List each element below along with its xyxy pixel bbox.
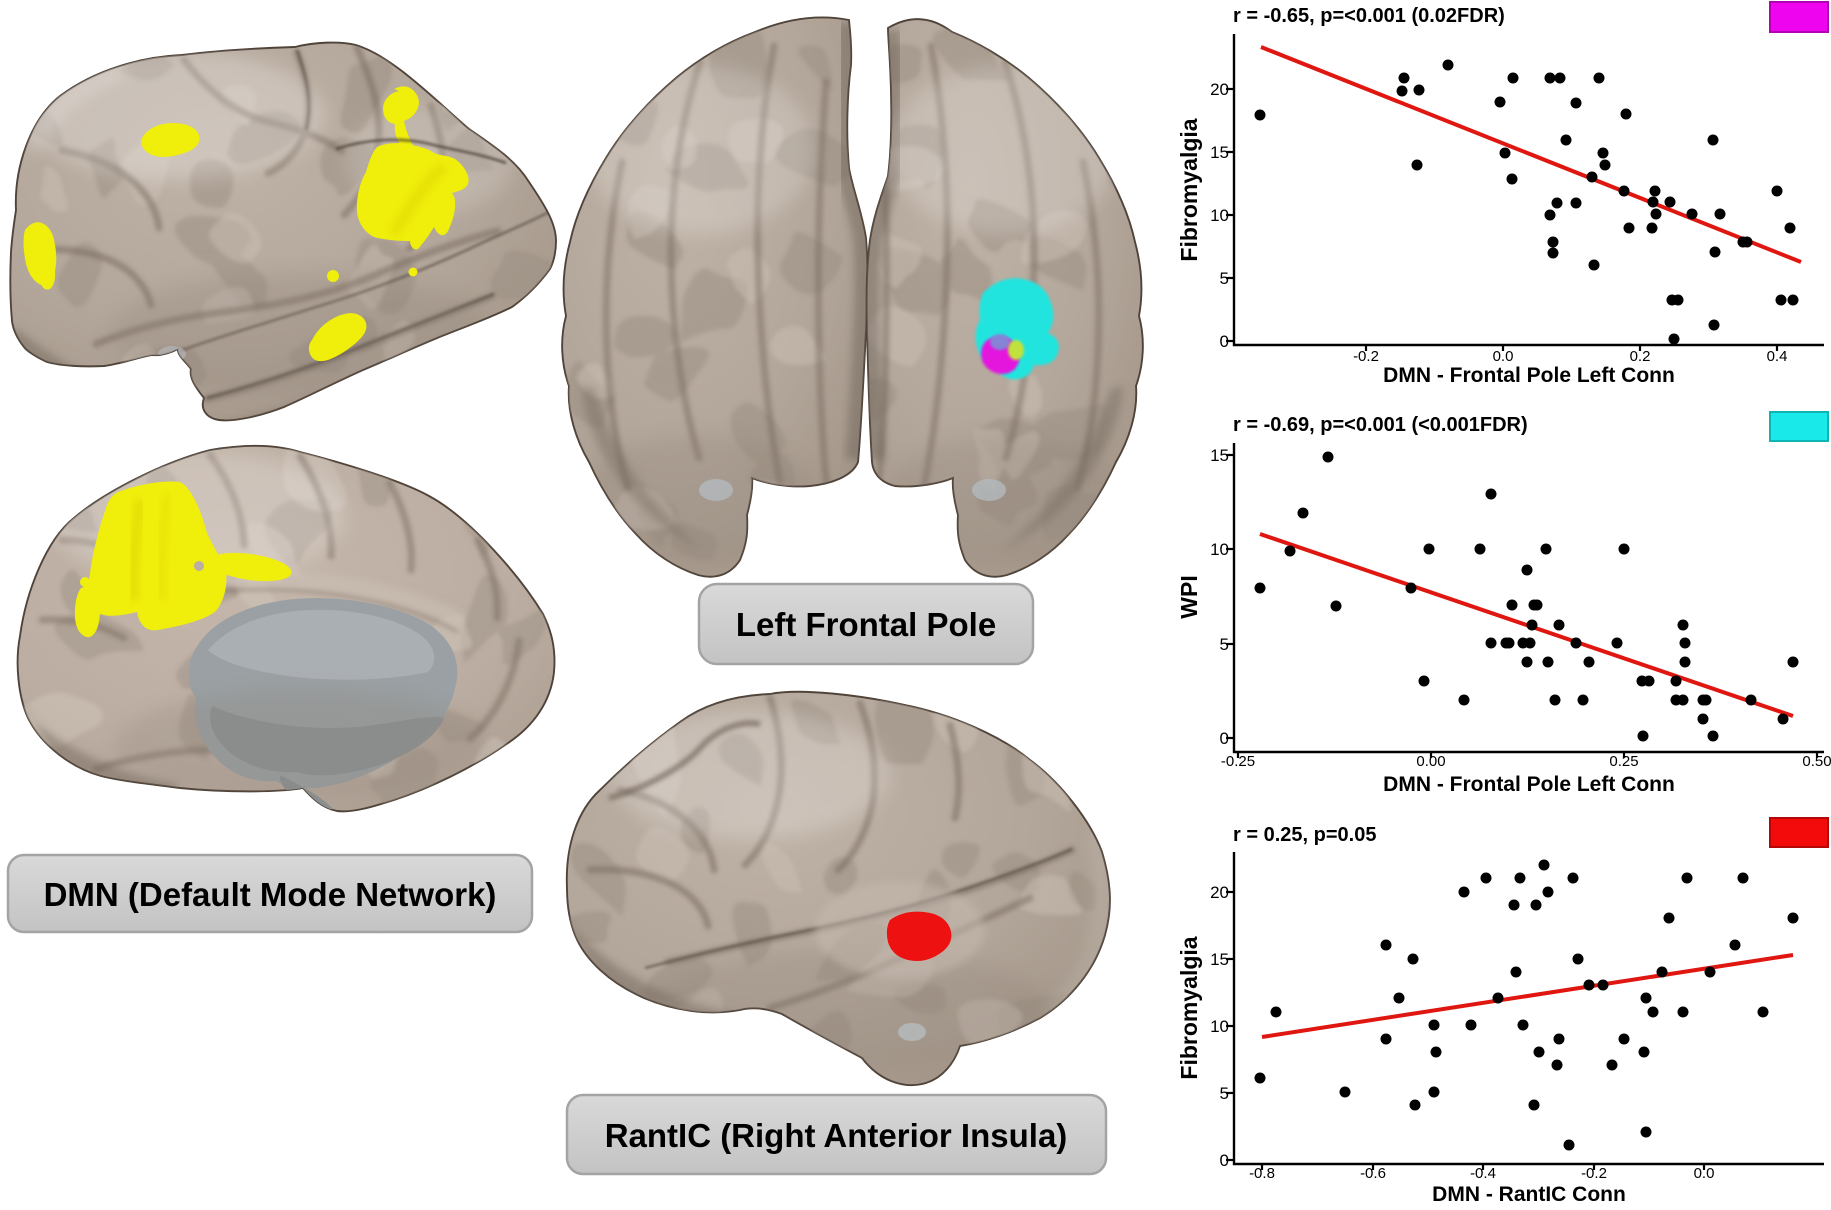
svg-text:0.50: 0.50: [1802, 753, 1831, 770]
svg-text:15: 15: [1210, 143, 1229, 162]
svg-text:RantIC (Right Anterior Insula): RantIC (Right Anterior Insula): [605, 1117, 1068, 1154]
svg-text:0.0: 0.0: [1694, 1165, 1715, 1182]
svg-text:-0.2: -0.2: [1581, 1165, 1607, 1182]
svg-text:5: 5: [1220, 1084, 1229, 1103]
svg-text:r = 0.25, p=0.05: r = 0.25, p=0.05: [1233, 824, 1376, 846]
svg-text:0: 0: [1220, 729, 1229, 748]
svg-text:0: 0: [1220, 332, 1229, 351]
svg-text:-0.8: -0.8: [1249, 1165, 1275, 1182]
svg-text:20: 20: [1210, 883, 1229, 902]
svg-text:r = -0.69, p=<0.001 (<0.001FDR: r = -0.69, p=<0.001 (<0.001FDR): [1233, 414, 1528, 436]
svg-text:DMN (Default Mode Network): DMN (Default Mode Network): [44, 876, 497, 913]
svg-text:0.0: 0.0: [1493, 348, 1514, 365]
svg-text:r = -0.65, p=<0.001 (0.02FDR): r = -0.65, p=<0.001 (0.02FDR): [1233, 5, 1505, 27]
svg-text:-0.25: -0.25: [1221, 753, 1255, 770]
svg-text:-0.2: -0.2: [1353, 348, 1379, 365]
svg-text:Fibromyalgia: Fibromyalgia: [1176, 936, 1202, 1079]
svg-text:5: 5: [1220, 635, 1229, 654]
svg-text:0.2: 0.2: [1630, 348, 1651, 365]
svg-text:0: 0: [1220, 1151, 1229, 1170]
svg-text:Left Frontal Pole: Left Frontal Pole: [736, 606, 996, 643]
svg-text:15: 15: [1210, 446, 1229, 465]
svg-text:0.4: 0.4: [1767, 348, 1788, 365]
svg-text:10: 10: [1210, 206, 1229, 225]
svg-text:DMN - RantIC Conn: DMN - RantIC Conn: [1432, 1183, 1626, 1206]
svg-text:-0.6: -0.6: [1360, 1165, 1386, 1182]
svg-text:5: 5: [1220, 269, 1229, 288]
svg-text:0.25: 0.25: [1609, 753, 1638, 770]
svg-text:-0.4: -0.4: [1470, 1165, 1496, 1182]
svg-text:10: 10: [1210, 540, 1229, 559]
svg-text:DMN - Frontal Pole Left Conn: DMN - Frontal Pole Left Conn: [1383, 364, 1675, 387]
svg-text:10: 10: [1210, 1017, 1229, 1036]
svg-text:0.00: 0.00: [1416, 753, 1445, 770]
svg-text:20: 20: [1210, 80, 1229, 99]
svg-text:DMN - Frontal Pole Left Conn: DMN - Frontal Pole Left Conn: [1383, 773, 1675, 796]
svg-text:15: 15: [1210, 950, 1229, 969]
svg-text:Fibromyalgia: Fibromyalgia: [1176, 118, 1202, 261]
svg-text:WPI: WPI: [1176, 575, 1202, 618]
